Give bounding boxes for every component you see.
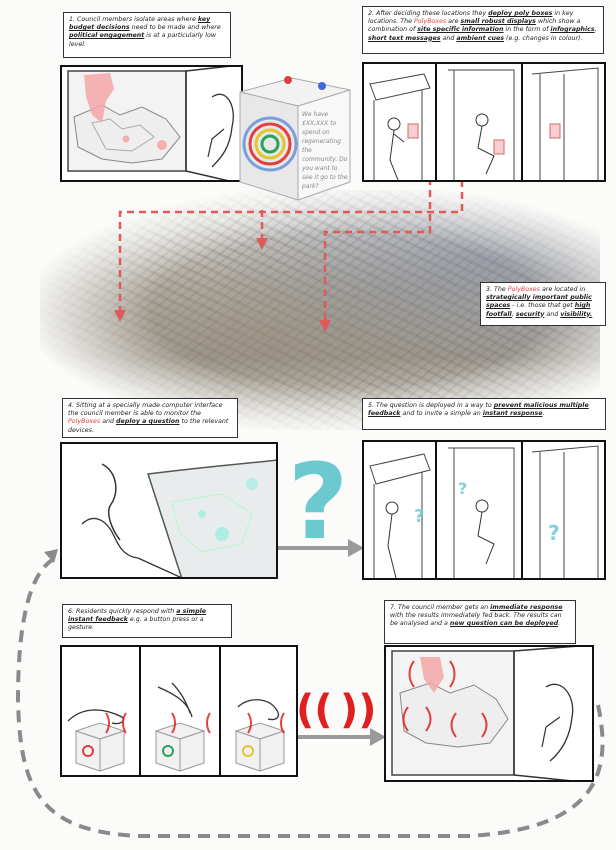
caption-fragment: - i.e. those that get bbox=[510, 302, 575, 309]
results-screen-illustration bbox=[386, 647, 594, 782]
red-arrowheads bbox=[114, 238, 331, 332]
step-text: After deciding these locations they depl… bbox=[368, 10, 597, 42]
step-number: 4. bbox=[68, 402, 74, 409]
key-phrase: immediate response bbox=[490, 604, 562, 611]
key-phrase: ambient cues bbox=[456, 35, 504, 42]
caption-fragment: and to invite a simple an bbox=[400, 410, 482, 417]
key-phrase: instant response bbox=[483, 410, 543, 417]
hands-cubes-illustration bbox=[62, 647, 298, 777]
map-screen-illustration bbox=[62, 67, 243, 182]
step-5-caption: 5. The question is deployed in a way to … bbox=[362, 398, 606, 430]
key-phrase: visibility. bbox=[560, 311, 592, 318]
caption-fragment: Sitting at a specially made computer int… bbox=[68, 402, 222, 417]
step-text: Sitting at a specially made computer int… bbox=[68, 402, 228, 434]
caption-fragment: and bbox=[100, 418, 116, 425]
caption-fragment: The bbox=[494, 286, 508, 293]
step-2-caption: 2. After deciding these locations they d… bbox=[362, 6, 604, 54]
caption-fragment: . bbox=[558, 620, 560, 627]
step-number: 5. bbox=[368, 402, 374, 409]
key-phrase: new question can be deployed bbox=[450, 620, 558, 627]
key-phrase: infographics bbox=[550, 26, 594, 33]
polybox-term: PolyBoxes bbox=[508, 286, 540, 293]
key-phrase: site specific information bbox=[417, 26, 503, 33]
key-phrase: short text messages bbox=[368, 35, 441, 42]
question-mark-small-icon: ? bbox=[414, 506, 424, 527]
caption-fragment: The question is deployed in a way to bbox=[376, 402, 494, 409]
question-mark-icon: ? bbox=[282, 442, 354, 562]
key-phrase: small robust displays bbox=[461, 18, 536, 25]
caption-fragment: in the form of bbox=[503, 26, 550, 33]
caption-fragment: are located in bbox=[540, 286, 585, 293]
caption-fragment: and bbox=[544, 311, 560, 318]
caption-fragment: The council member gets an bbox=[398, 604, 490, 611]
step-number: 2. bbox=[368, 10, 374, 17]
polybox-term: PolyBoxes bbox=[68, 418, 100, 425]
caption-fragment: and bbox=[441, 35, 457, 42]
step-3-caption: 3. The PolyBoxes are located in strategi… bbox=[480, 282, 606, 326]
panel-5-question-deployed: ? ? ? bbox=[362, 440, 606, 580]
caption-fragment: Residents quickly respond with bbox=[76, 608, 176, 615]
step-number: 3. bbox=[486, 286, 492, 293]
step-text: The council member gets an immediate res… bbox=[390, 604, 563, 627]
key-phrase: deploy poly boxes bbox=[488, 10, 552, 17]
caption-fragment: Council members isolate areas where bbox=[77, 16, 198, 23]
panel-6-resident-feedback bbox=[60, 645, 298, 777]
cube-display-text: We have £XX,XXX to spend on regenerating… bbox=[302, 110, 348, 190]
key-phrase: security bbox=[516, 311, 545, 318]
street-question-illustration: ? ? ? bbox=[364, 442, 606, 580]
step-text: Council members isolate areas where key … bbox=[69, 16, 221, 48]
street-scene-illustration bbox=[364, 64, 606, 182]
step-7-caption: 7. The council member gets an immediate … bbox=[384, 600, 576, 644]
panel-4-computer-interface bbox=[60, 442, 278, 579]
question-mark-small-icon: ? bbox=[548, 521, 560, 545]
caption-fragment: need to be made and where bbox=[130, 24, 221, 31]
polybox-cube: We have £XX,XXX to spend on regenerating… bbox=[230, 70, 360, 210]
step-number: 6. bbox=[68, 608, 74, 615]
step-text: The question is deployed in a way to pre… bbox=[368, 402, 589, 417]
step-4-caption: 4. Sitting at a specially made computer … bbox=[62, 398, 238, 438]
step-number: 7. bbox=[390, 604, 396, 611]
step-1-caption: 1. Council members isolate areas where k… bbox=[63, 12, 231, 58]
caption-fragment: After deciding these locations they bbox=[376, 10, 488, 17]
caption-fragment: are bbox=[446, 18, 460, 25]
interface-illustration bbox=[62, 444, 278, 579]
polybox-term: PolyBoxes bbox=[414, 18, 446, 25]
caption-fragment: , bbox=[595, 26, 597, 33]
step-text: The PolyBoxes are located in strategical… bbox=[486, 286, 592, 318]
question-mark-small-icon: ? bbox=[458, 479, 467, 498]
step-number: 1. bbox=[69, 16, 75, 23]
step-text: Residents quickly respond with a simple … bbox=[68, 608, 206, 631]
panel-2-street-polyboxes bbox=[362, 62, 606, 182]
caption-fragment: (e.g. changes in colour). bbox=[504, 35, 583, 42]
step-6-caption: 6. Residents quickly respond with a simp… bbox=[62, 604, 232, 638]
key-phrase: deploy a question bbox=[116, 418, 180, 425]
signal-right-icon: )) bbox=[340, 680, 376, 740]
signal-left-icon: (( bbox=[296, 680, 332, 740]
key-phrase: political engagement bbox=[69, 32, 144, 39]
caption-fragment: . bbox=[543, 410, 545, 417]
panel-1-map-screen bbox=[60, 65, 243, 182]
panel-7-results-screen bbox=[384, 645, 594, 782]
